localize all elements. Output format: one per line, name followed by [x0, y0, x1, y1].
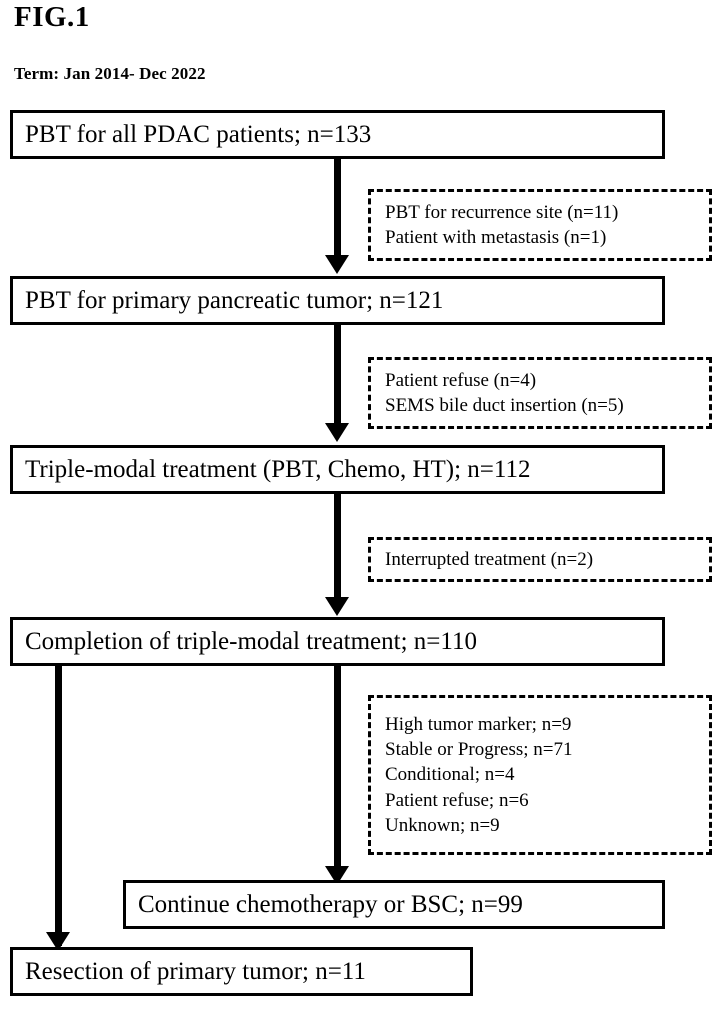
node-completion-triple-modal: Completion of triple-modal treatment; n=…: [10, 617, 665, 666]
exclusion-line: PBT for recurrence site (n=11): [385, 201, 619, 223]
node-resection-primary-tumor: Resection of primary tumor; n=11: [10, 947, 473, 996]
arrow-head-n1-n2: [325, 255, 349, 274]
arrow-stem-n3-n4: [334, 494, 341, 599]
arrow-stem-n1-n2: [334, 159, 341, 257]
exclusion-box-3: Interrupted treatment (n=2): [368, 537, 712, 582]
exclusion-box-2: Patient refuse (n=4) SEMS bile duct inse…: [368, 357, 712, 429]
study-term-label: Term: Jan 2014- Dec 2022: [14, 64, 206, 83]
arrow-stem-n4-n6: [55, 666, 62, 946]
arrow-head-n4-n6: [46, 932, 70, 951]
exclusion-line: Conditional; n=4: [385, 764, 515, 786]
node-label: PBT for primary pancreatic tumor; n=121: [25, 287, 444, 314]
node-continue-chemotherapy-bsc: Continue chemotherapy or BSC; n=99: [123, 880, 665, 929]
exclusion-box-1: PBT for recurrence site (n=11) Patient w…: [368, 189, 712, 261]
node-pbt-primary-tumor: PBT for primary pancreatic tumor; n=121: [10, 276, 665, 325]
figure-title: FIG.1: [14, 1, 90, 33]
arrow-stem-n4-n5: [334, 666, 341, 879]
node-triple-modal-treatment: Triple-modal treatment (PBT, Chemo, HT);…: [10, 445, 665, 494]
exclusion-line: High tumor marker; n=9: [385, 714, 572, 736]
node-label: Resection of primary tumor; n=11: [25, 958, 366, 985]
exclusion-line: Patient refuse; n=6: [385, 789, 529, 811]
arrow-head-n3-n4: [325, 597, 349, 616]
node-label: Triple-modal treatment (PBT, Chemo, HT);…: [25, 456, 531, 483]
exclusion-line: Unknown; n=9: [385, 814, 500, 836]
node-label: Continue chemotherapy or BSC; n=99: [138, 891, 523, 918]
exclusion-line: Patient refuse (n=4): [385, 369, 537, 391]
exclusion-box-4: High tumor marker; n=9 Stable or Progres…: [368, 695, 712, 855]
node-label: PBT for all PDAC patients; n=133: [25, 121, 372, 148]
exclusion-line: Stable or Progress; n=71: [385, 739, 573, 761]
node-label: Completion of triple-modal treatment; n=…: [25, 628, 477, 655]
arrow-stem-n2-n3: [334, 325, 341, 425]
exclusion-line: Patient with metastasis (n=1): [385, 227, 607, 248]
exclusion-line: Interrupted treatment (n=2): [385, 548, 594, 570]
arrow-head-n2-n3: [325, 423, 349, 442]
exclusion-line: SEMS bile duct insertion (n=5): [385, 395, 624, 416]
node-pbt-all-pdac: PBT for all PDAC patients; n=133: [10, 110, 665, 159]
